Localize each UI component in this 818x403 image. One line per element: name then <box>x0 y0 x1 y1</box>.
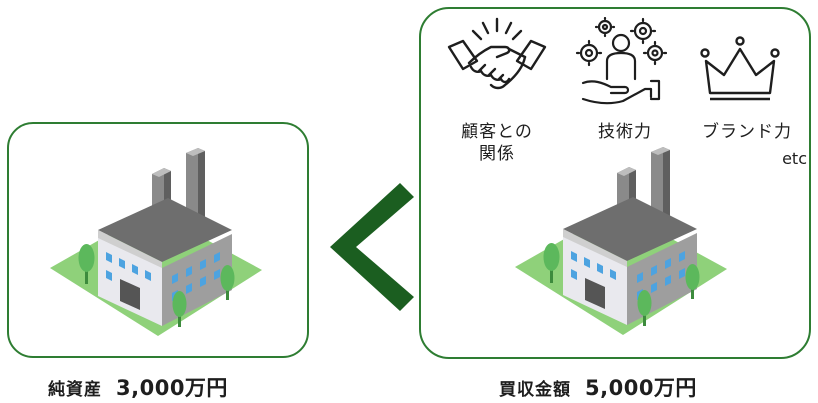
net-assets-label: 純資産 <box>48 380 102 400</box>
less-than-icon <box>330 183 414 311</box>
acquisition-caption: 買収金額 5,000万円 <box>499 372 697 402</box>
brand-label: ブランド力 <box>702 122 792 142</box>
crown-icon <box>700 36 780 101</box>
handshake-icon <box>447 17 547 90</box>
factory-icon <box>50 148 262 336</box>
etc-label: etc <box>782 149 807 168</box>
acquisition-label: 買収金額 <box>499 380 571 400</box>
net-assets-caption: 純資産 3,000万円 <box>48 372 228 402</box>
factory-icon <box>515 147 727 335</box>
customer-relations-label: 顧客との 関係 <box>461 122 533 164</box>
technology-label: 技術力 <box>598 122 652 142</box>
acquisition-value: 5,000万円 <box>585 376 697 400</box>
net-assets-value: 3,000万円 <box>116 376 228 400</box>
person-gears-icon <box>575 17 667 105</box>
